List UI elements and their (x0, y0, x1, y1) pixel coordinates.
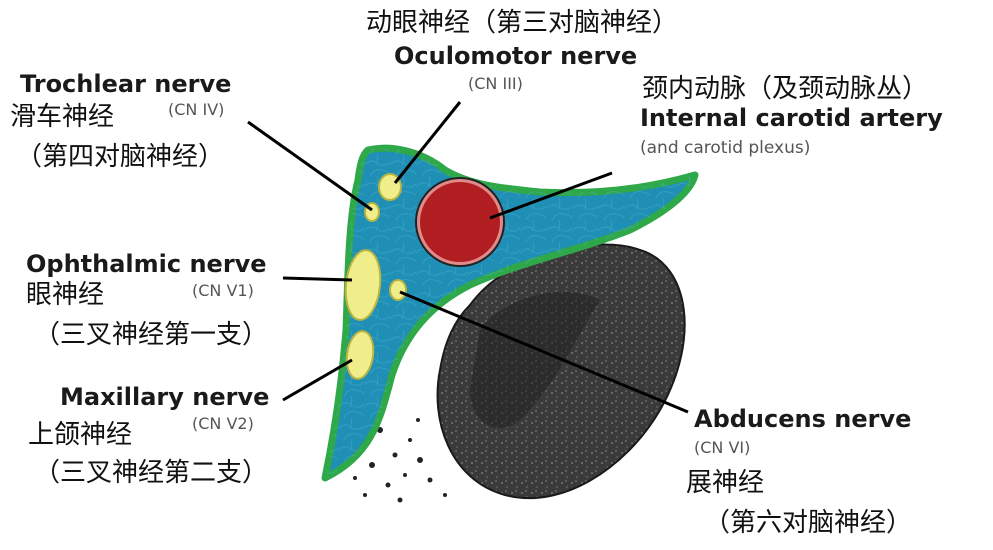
oculomotor-label-cn: (CN III) (468, 74, 523, 93)
carotid-label-note: (and carotid plexus) (640, 138, 811, 158)
leader-ophthalmic (282, 276, 353, 282)
abducens-nerve-shape (389, 279, 407, 301)
pituitary-gland (436, 243, 686, 500)
leader-carotid (489, 171, 613, 220)
leader-oculomotor (393, 101, 462, 184)
leader-maxillary (282, 358, 353, 402)
abducens-label-cn: (CN VI) (694, 438, 751, 457)
ophthalmic-label-zh: 眼神经 (26, 280, 105, 310)
trochlear-label-zh: 滑车神经 (10, 102, 115, 132)
internal-carotid-artery (420, 182, 500, 262)
oculomotor-label-en: Oculomotor nerve (394, 42, 638, 70)
carotid-label-zh: 颈内动脉（及颈动脉丛） (642, 74, 929, 104)
maxillary-label-cn: (CN V2) (192, 414, 254, 433)
abducens-label-en: Abducens nerve (694, 405, 912, 433)
ophthalmic-label-en: Ophthalmic nerve (26, 250, 267, 278)
carotid-label-en: Internal carotid artery (640, 104, 943, 132)
abducens-label-zh2: （第六对脑神经） (704, 508, 913, 538)
maxillary-nerve-shape (345, 330, 375, 380)
maxillary-label-zh2: （三叉神经第二支） (34, 458, 269, 488)
leader-abducens (399, 290, 689, 414)
leader-trochlear (247, 120, 373, 212)
ophthalmic-label-zh2: （三叉神经第一支） (34, 320, 269, 350)
trochlear-label-zh2: （第四对脑神经） (16, 142, 225, 172)
ophthalmic-label-cn: (CN V1) (192, 281, 254, 300)
trochlear-label-en: Trochlear nerve (20, 70, 232, 98)
pituitary-highlight (470, 291, 600, 429)
maxillary-label-zh: 上颌神经 (28, 420, 133, 450)
trochlear-label-cn: (CN IV) (168, 100, 225, 119)
ophthalmic-nerve-shape (344, 249, 382, 321)
maxillary-label-en: Maxillary nerve (60, 383, 270, 411)
oculomotor-label-zh: 动眼神经（第三对脑神经） (366, 8, 679, 38)
leader-lines (247, 101, 689, 414)
abducens-label-zh: 展神经 (686, 468, 765, 498)
